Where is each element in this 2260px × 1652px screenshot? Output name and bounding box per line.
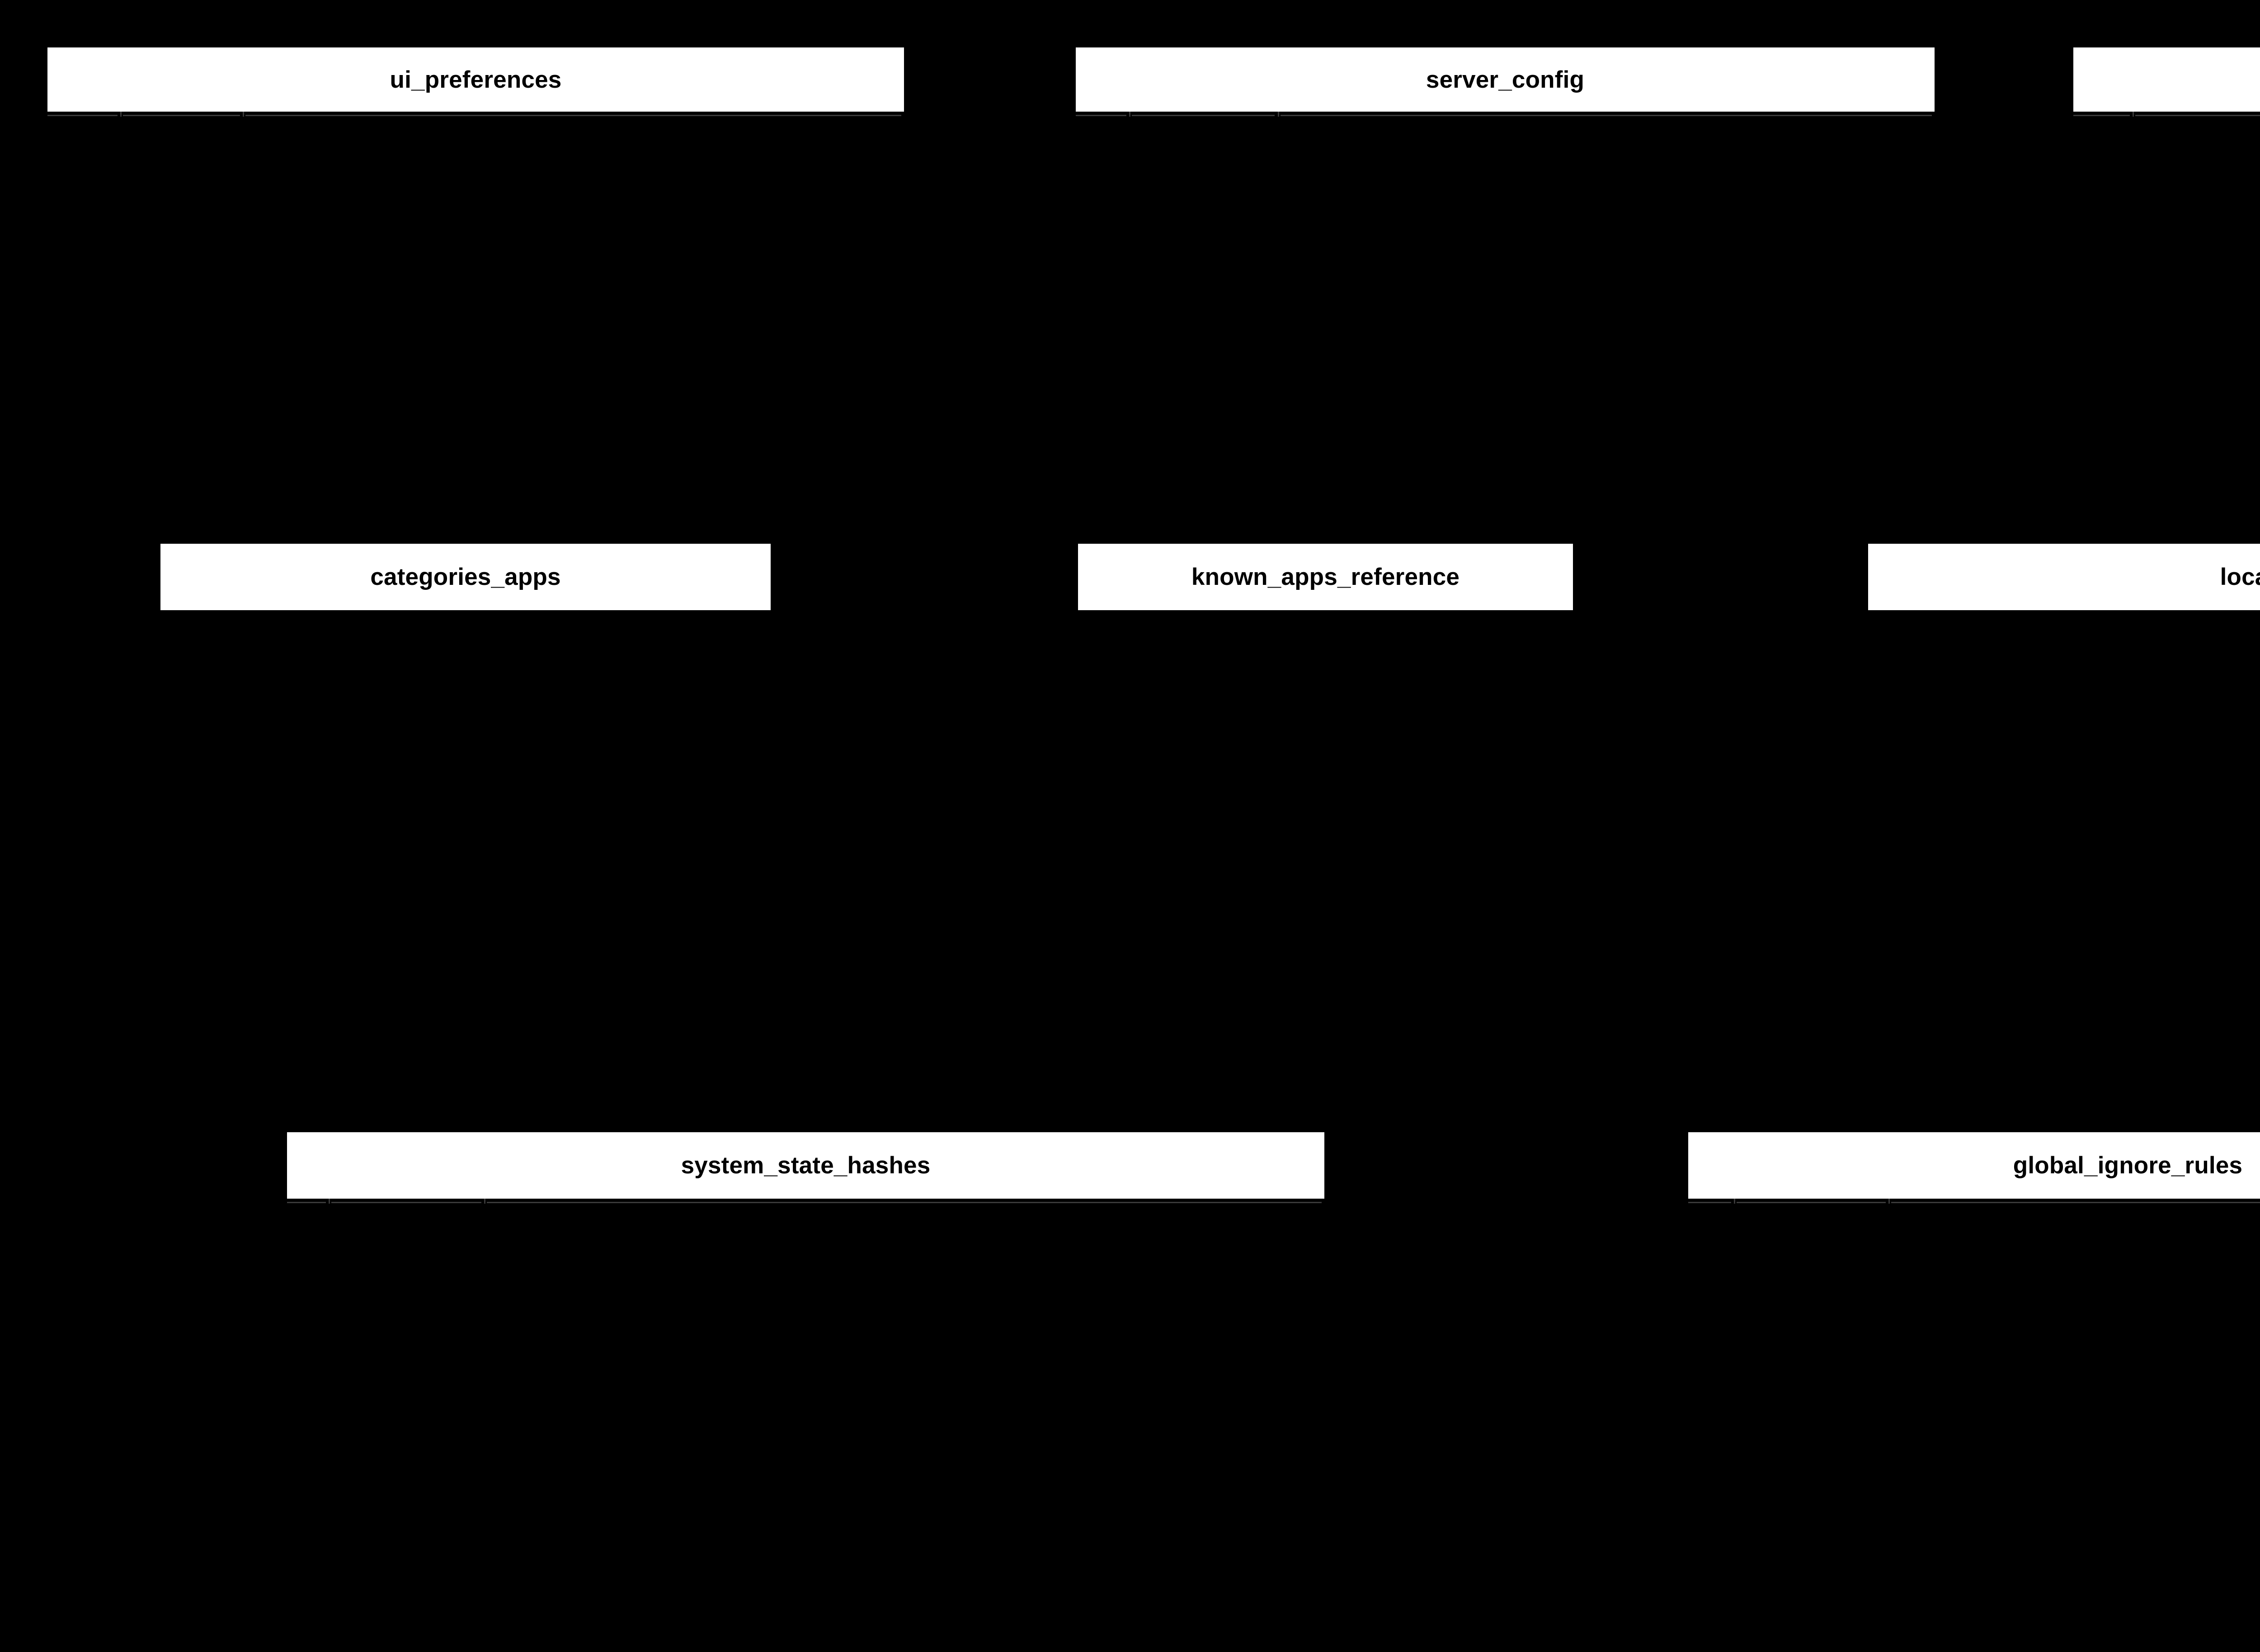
- column-divider-rule: [1129, 112, 1130, 117]
- column-divider-rule: [1734, 1199, 1736, 1204]
- row-separator-rule: [1891, 1202, 2260, 1203]
- entity-header[interactable]: system_state_hashes: [287, 1132, 1324, 1199]
- entity-system_state_hashes[interactable]: system_state_hashes: [287, 1132, 1324, 1204]
- entity-title: ui_preferences: [390, 66, 562, 93]
- entity-global_ignore_rules[interactable]: global_ignore_rules: [1688, 1132, 2260, 1204]
- entity-local_inventory[interactable]: local_inventory: [1868, 544, 2260, 610]
- column-divider-rule: [1277, 112, 1279, 117]
- entity-body-rules: [47, 112, 904, 123]
- column-divider-rule: [120, 112, 122, 117]
- entity-header[interactable]: global_ignore_rules: [1688, 1132, 2260, 1199]
- entity-title: known_apps_reference: [1191, 564, 1460, 590]
- row-separator-rule: [287, 1202, 326, 1203]
- entity-title: global_ignore_rules: [2013, 1152, 2243, 1179]
- entity-title: categories_apps: [370, 564, 561, 590]
- column-divider-rule: [243, 112, 245, 117]
- row-separator-rule: [1280, 115, 1932, 116]
- row-separator-rule: [1076, 115, 1126, 116]
- entity-known_apps_reference[interactable]: known_apps_reference: [1078, 544, 1573, 610]
- row-separator-rule: [331, 1202, 482, 1203]
- row-separator-rule: [47, 115, 118, 116]
- row-separator-rule: [487, 1202, 1322, 1203]
- entity-categories_apps[interactable]: categories_apps: [160, 544, 771, 610]
- entity-header[interactable]: os_distros_mapping: [2073, 47, 2260, 112]
- column-divider-rule: [2133, 112, 2134, 117]
- row-separator-rule: [1131, 115, 1275, 116]
- row-separator-rule: [123, 115, 240, 116]
- entity-header[interactable]: local_inventory: [1868, 544, 2260, 610]
- column-divider-rule: [328, 1199, 330, 1204]
- entity-header[interactable]: server_config: [1076, 47, 1935, 112]
- entity-title: system_state_hashes: [681, 1152, 931, 1179]
- entity-server_config[interactable]: server_config: [1076, 47, 1935, 117]
- column-divider-rule: [1888, 1199, 1890, 1204]
- entity-os_distros_mapping[interactable]: os_distros_mapping: [2073, 47, 2260, 117]
- entity-body-rules: [1688, 1199, 2260, 1210]
- entity-title: server_config: [1426, 66, 1585, 93]
- column-divider-rule: [484, 1199, 486, 1204]
- entity-body-rules: [287, 1199, 1324, 1210]
- row-separator-rule: [245, 115, 901, 116]
- row-separator-rule: [2073, 115, 2130, 116]
- entity-ui_preferences[interactable]: ui_preferences: [47, 47, 904, 117]
- row-separator-rule: [1688, 1202, 1732, 1203]
- entity-header[interactable]: categories_apps: [160, 544, 771, 610]
- entity-body-rules: [2073, 112, 2260, 123]
- row-separator-rule: [2135, 115, 2260, 116]
- entity-body-rules: [1076, 112, 1935, 123]
- entity-title: local_inventory: [2220, 564, 2260, 590]
- entity-header[interactable]: ui_preferences: [47, 47, 904, 112]
- row-separator-rule: [1737, 1202, 1886, 1203]
- entity-header[interactable]: known_apps_reference: [1078, 544, 1573, 610]
